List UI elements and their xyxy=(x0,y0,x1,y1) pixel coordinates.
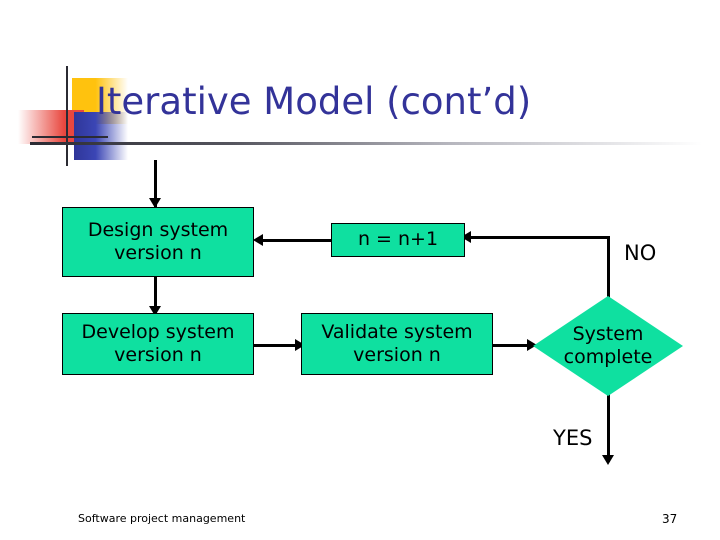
arrowhead-increment-to-design xyxy=(253,234,263,246)
logo-vertical-line-icon xyxy=(66,66,68,166)
arrowhead-entry-to-design xyxy=(149,198,161,208)
footer-subject: Software project management xyxy=(78,512,246,525)
connector-no-vertical xyxy=(607,236,610,298)
connector-yes-vertical xyxy=(607,394,610,462)
logo-horizontal-line-icon xyxy=(32,136,108,138)
connector-develop-to-validate xyxy=(253,344,301,347)
connector-entry-to-design xyxy=(154,160,157,208)
node-decision-line2: complete xyxy=(563,346,653,368)
branch-label-no: NO xyxy=(624,241,657,265)
connector-design-to-develop xyxy=(154,276,157,316)
connector-increment-to-design xyxy=(258,239,334,242)
node-develop-system[interactable]: Develop system version n xyxy=(62,313,254,375)
title-divider xyxy=(30,142,702,145)
arrowhead-yes-exit xyxy=(602,455,614,465)
slide-logo-decoration xyxy=(18,62,138,170)
node-develop-line1: Develop system xyxy=(81,320,235,343)
node-design-line2: version n xyxy=(114,242,202,264)
footer-page-number: 37 xyxy=(662,512,678,526)
page-title: Iterative Model (cont’d) xyxy=(96,80,532,123)
arrowhead-no-to-increment xyxy=(461,231,471,243)
connector-no-horizontal xyxy=(466,236,610,239)
node-develop-line2: version n xyxy=(114,344,202,366)
arrowhead-validate-to-decision xyxy=(527,339,537,351)
node-increment[interactable]: n = n+1 xyxy=(331,223,465,257)
node-decision-line1: System xyxy=(572,322,644,345)
connector-validate-to-decision xyxy=(493,344,537,347)
node-validate-system[interactable]: Validate system version n xyxy=(301,313,493,375)
node-system-complete-decision[interactable]: System complete xyxy=(533,296,683,396)
arrowhead-design-to-develop xyxy=(149,306,161,316)
branch-label-yes: YES xyxy=(553,426,593,450)
arrowhead-develop-to-validate xyxy=(295,339,305,351)
node-design-system[interactable]: Design system version n xyxy=(62,207,254,277)
node-increment-line1: n = n+1 xyxy=(357,228,439,251)
logo-red-square-icon xyxy=(18,110,84,144)
node-validate-line1: Validate system xyxy=(321,320,473,343)
node-validate-line2: version n xyxy=(353,344,441,366)
node-design-line1: Design system xyxy=(87,218,229,241)
